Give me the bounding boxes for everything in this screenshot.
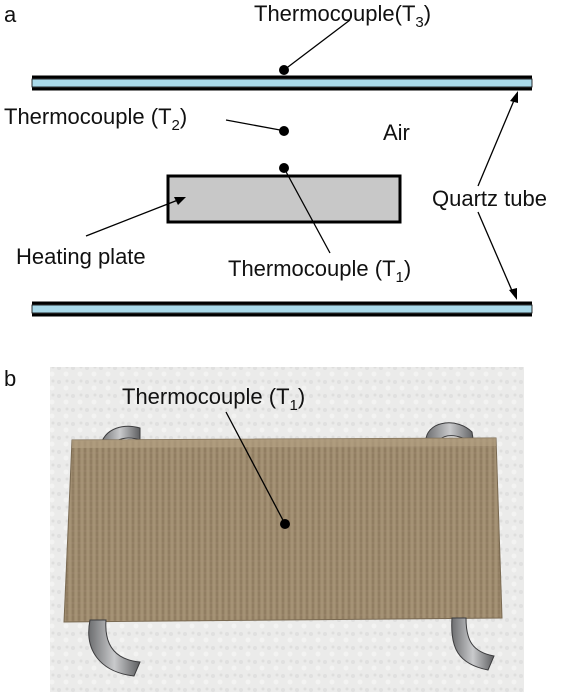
- air-label: Air: [383, 120, 410, 145]
- panel-a-letter: a: [4, 2, 17, 27]
- t3-leader-line: [283, 19, 351, 71]
- fabric-sample: [63, 437, 503, 623]
- thermocouple-t2-label: Thermocouple (T2): [4, 104, 187, 134]
- heating-plate-label: Heating plate: [16, 244, 146, 269]
- t1-leader-line: [283, 167, 331, 254]
- quartz-tube-top-wall: [31, 75, 533, 91]
- thermocouple-t1-label: Thermocouple (T1): [228, 256, 411, 286]
- t2-leader-line: [225, 119, 281, 131]
- t1-photo-leader-line: [225, 411, 286, 525]
- heating-plate: [166, 174, 402, 224]
- quartz-tube-label: Quartz tube: [432, 186, 547, 211]
- metal-clip-bottom-left: [88, 619, 141, 677]
- quartz-tube-arrows: [477, 91, 518, 300]
- thermocouple-t3-label: Thermocouple(T3): [254, 1, 431, 31]
- panel-a: a: [4, 1, 547, 317]
- heating-plate-arrow: [85, 197, 186, 237]
- quartz-tube-bottom-wall: [31, 301, 533, 317]
- panel-b: b Thermocouple (T1): [4, 366, 524, 692]
- thermocouple-t1-photo-label: Thermocouple (T1): [122, 384, 305, 414]
- panel-b-letter: b: [4, 366, 16, 391]
- metal-clip-bottom-right: [451, 617, 495, 671]
- thermocouple-t2-point: [279, 126, 289, 136]
- fabric-top-edge: [72, 438, 496, 448]
